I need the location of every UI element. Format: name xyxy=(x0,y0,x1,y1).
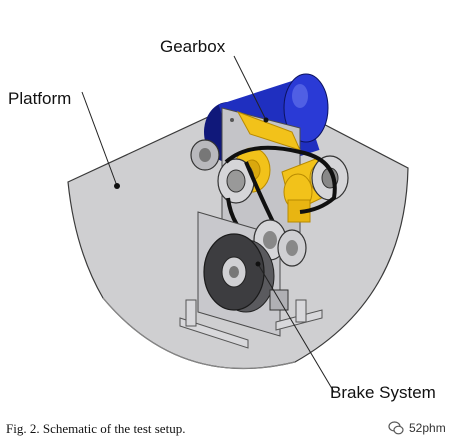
watermark-text: 52phm xyxy=(409,421,446,435)
figure-caption: Fig. 2. Schematic of the test setup. xyxy=(6,421,186,436)
watermark: 52phm xyxy=(388,418,458,440)
platform-front-edge xyxy=(102,297,296,369)
brake-system-leader xyxy=(257,263,335,393)
brake-system-leader-dot xyxy=(255,261,261,267)
gearbox-label: Gearbox xyxy=(160,37,226,56)
platform-label: Platform xyxy=(8,89,71,108)
gearbox-leader xyxy=(233,55,267,121)
base-brackets xyxy=(179,299,323,349)
brake-system-label: Brake System xyxy=(330,383,436,402)
right-pulley xyxy=(311,155,349,201)
gearbox-leader-dot xyxy=(263,117,269,123)
platform-leader xyxy=(81,91,118,187)
brake-disc xyxy=(203,233,275,313)
left-pulleys xyxy=(190,139,255,204)
platform-leader-dot xyxy=(114,183,120,189)
chat-bubble-icon xyxy=(388,421,404,435)
